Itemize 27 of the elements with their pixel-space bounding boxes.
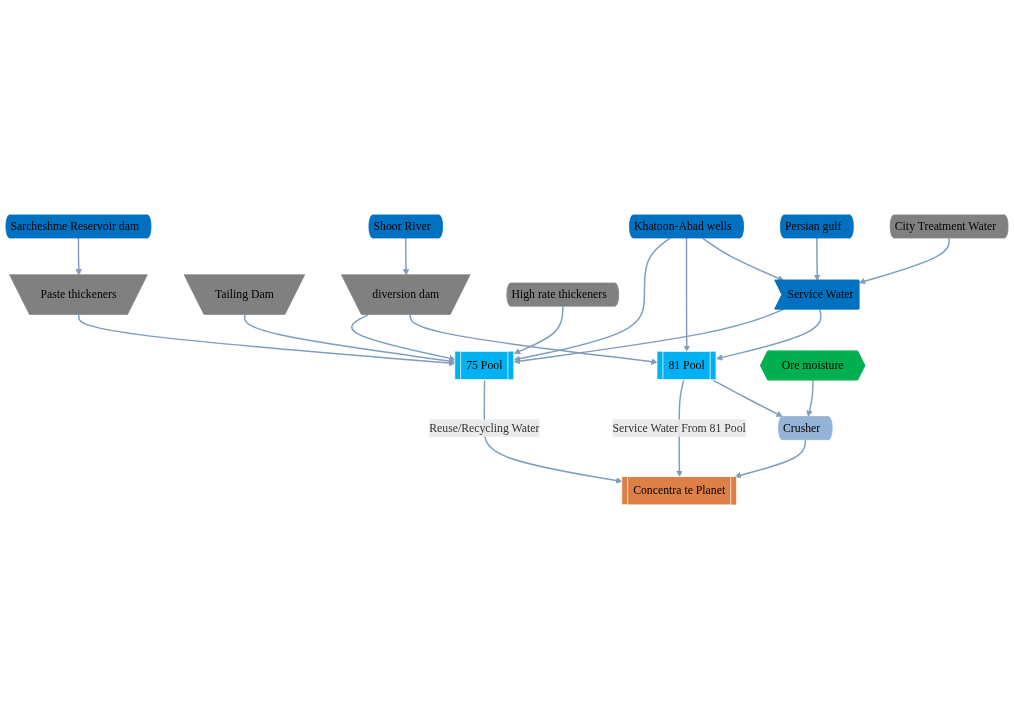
arrow: [806, 379, 814, 417]
arrow: [701, 237, 785, 282]
node-text: City Treatment Water: [894, 219, 997, 233]
arrow: [513, 308, 785, 365]
arrow: [858, 237, 950, 285]
arrow: [734, 438, 807, 479]
node-text: Persian gulf: [784, 219, 842, 233]
node-text: Crusher: [783, 421, 821, 435]
arrow: [513, 305, 564, 355]
node-text: Shoor River: [373, 219, 431, 233]
arrow: [716, 308, 822, 361]
node-text: Sarcheshme Reservoir dam: [10, 219, 140, 233]
edge-label: Reuse/Recycling Water: [429, 421, 540, 435]
arrow: [78, 314, 456, 367]
arrow: [402, 237, 410, 276]
arrow: [483, 379, 623, 484]
arrow: [244, 314, 456, 365]
edge-label: Service Water From 81 Pool: [612, 421, 746, 435]
arrow: [683, 237, 690, 352]
arrow: [513, 237, 671, 362]
arrow: [813, 237, 821, 281]
node-text: High rate thickeners: [511, 288, 607, 301]
arrow: [75, 237, 82, 276]
node-text: Khatoon-Abad wells: [634, 219, 732, 233]
arrow: [351, 314, 456, 362]
arrow: [409, 314, 658, 365]
arrow: [712, 379, 783, 417]
